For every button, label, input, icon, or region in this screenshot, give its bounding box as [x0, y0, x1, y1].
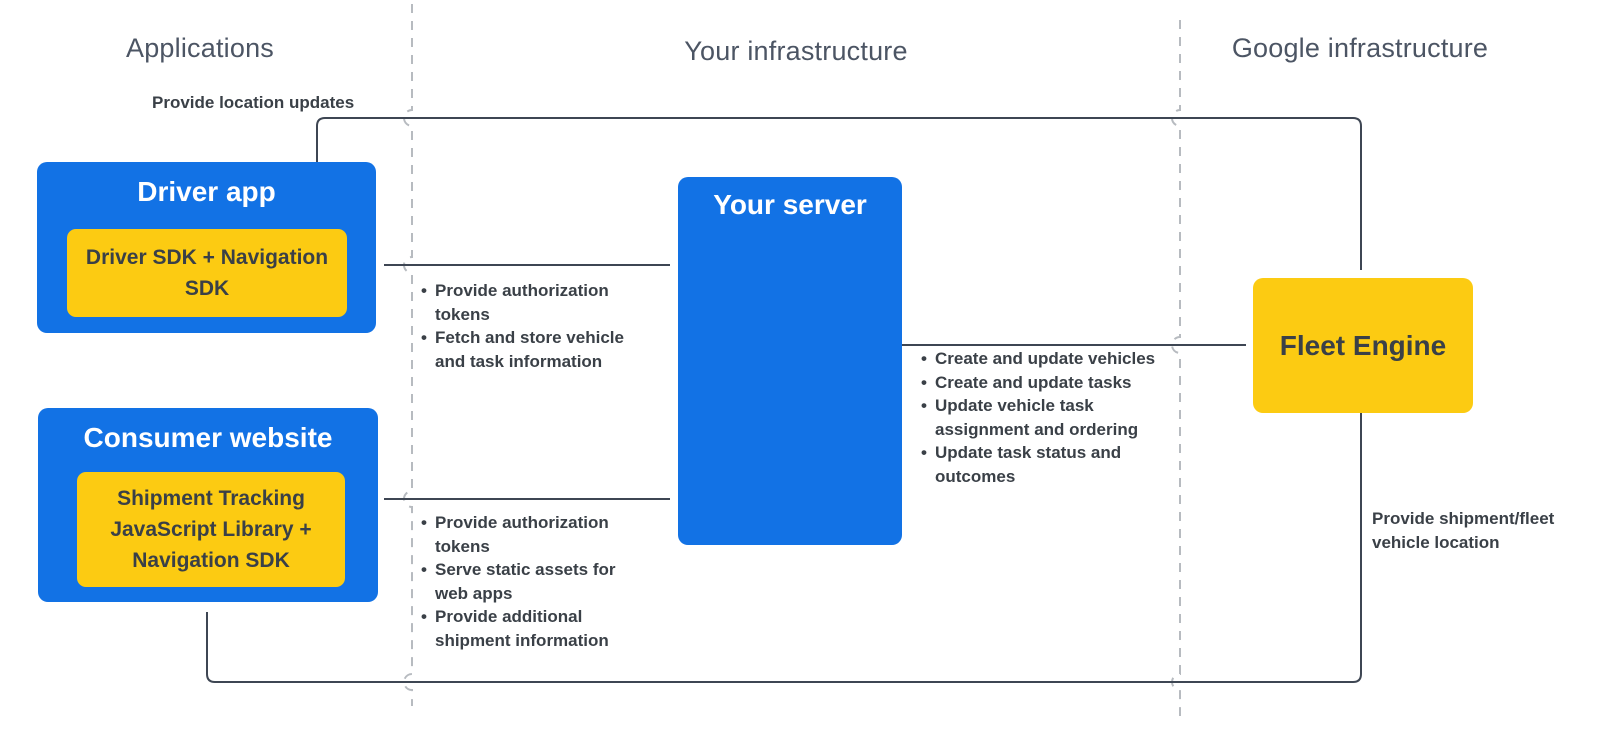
node-driver-app: Driver app Driver SDK + Navigation SDK — [37, 162, 376, 333]
edge-driver-to-fleet — [316, 117, 1362, 270]
column-divider-right — [1171, 20, 1181, 716]
your-server-title: Your server — [713, 189, 867, 220]
column-header-your-infrastructure: Your infrastructure — [684, 36, 908, 66]
node-consumer-website: Consumer website Shipment Tracking JavaS… — [38, 408, 378, 602]
column-divider-left — [403, 4, 413, 706]
list-item: Provide authorization tokens — [420, 511, 618, 558]
list-item: Update vehicle task assignment and order… — [920, 394, 1165, 441]
server-fleet-responsibilities: Create and update vehicles Create and up… — [920, 347, 1165, 488]
node-fleet-engine: Fleet Engine — [1253, 278, 1473, 413]
node-driver-sdk: Driver SDK + Navigation SDK — [67, 229, 347, 317]
list-item: Serve static assets for web apps — [420, 558, 618, 605]
list-item: Provide additional shipment information — [420, 605, 618, 652]
node-your-server: Your server — [678, 177, 902, 545]
column-header-google-infrastructure: Google infrastructure — [1231, 33, 1489, 63]
driver-app-title: Driver app — [137, 176, 276, 207]
driver-server-responsibilities: Provide authorization tokens Fetch and s… — [420, 279, 632, 373]
node-shipment-tracking-library: Shipment Tracking JavaScript Library + N… — [77, 472, 345, 587]
list-item: Fetch and store vehicle and task informa… — [420, 326, 632, 373]
list-item: Create and update vehicles — [920, 347, 1165, 371]
list-item: Create and update tasks — [920, 371, 1165, 395]
list-item: Update task status and outcomes — [920, 441, 1165, 488]
column-header-applications: Applications — [126, 33, 274, 63]
edge-fleet-consumer — [206, 413, 1362, 683]
consumer-server-responsibilities: Provide authorization tokens Serve stati… — [420, 511, 618, 652]
label-provide-location-updates: Provide location updates — [152, 93, 355, 112]
consumer-website-title: Consumer website — [83, 422, 333, 453]
list-item: Provide authorization tokens — [420, 279, 632, 326]
label-provide-shipment-fleet-vehicle-location: Provide shipment/fleet vehicle location — [1372, 509, 1555, 552]
